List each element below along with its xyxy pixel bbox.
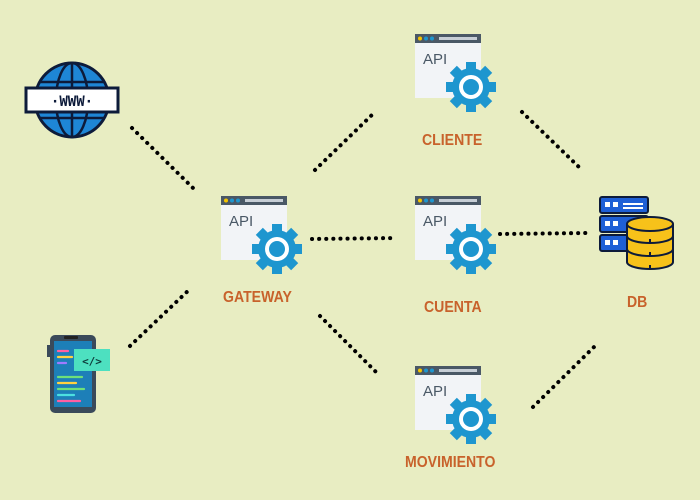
connector-mobile-gateway [128, 286, 193, 348]
connector-web-gateway [130, 126, 195, 190]
connector-gateway-cliente [313, 109, 378, 172]
connector-gateway-movimiento [318, 314, 382, 378]
api-gear-window-icon: API [415, 34, 496, 112]
movimiento-api-node: API [415, 364, 497, 444]
globe-www-icon: ·WWW· [24, 61, 120, 139]
db-node [598, 195, 676, 273]
cliente-label: CLIENTE [422, 132, 483, 149]
api-gear-window-icon: API [415, 366, 496, 444]
www-badge-text: ·WWW· [51, 94, 93, 110]
cliente-api-node: API [415, 32, 497, 112]
api-text: API [229, 213, 253, 230]
api-gear-window-icon: API [221, 196, 302, 274]
web-client-node: ·WWW· [24, 60, 120, 140]
code-badge-text: </> [82, 355, 102, 368]
cuenta-api-node: API [415, 194, 497, 274]
connector-cliente-db [520, 110, 585, 173]
gateway-label: GATEWAY [223, 289, 292, 306]
db-label: DB [627, 294, 648, 311]
mobile-client-node: </> [46, 333, 112, 415]
connector-gateway-cuenta [310, 236, 398, 241]
movimiento-label: MOVIMIENTO [405, 454, 496, 471]
cuenta-label: CUENTA [424, 299, 482, 316]
connector-movimiento-db [531, 345, 596, 409]
api-text: API [423, 51, 447, 68]
gateway-api-node: API [221, 194, 303, 274]
api-gear-window-icon: API [415, 196, 496, 274]
api-text: API [423, 383, 447, 400]
connector-cuenta-db [498, 231, 588, 236]
smartphone-code-icon: </> [47, 335, 110, 413]
server-database-icon [599, 196, 674, 270]
api-text: API [423, 213, 447, 230]
